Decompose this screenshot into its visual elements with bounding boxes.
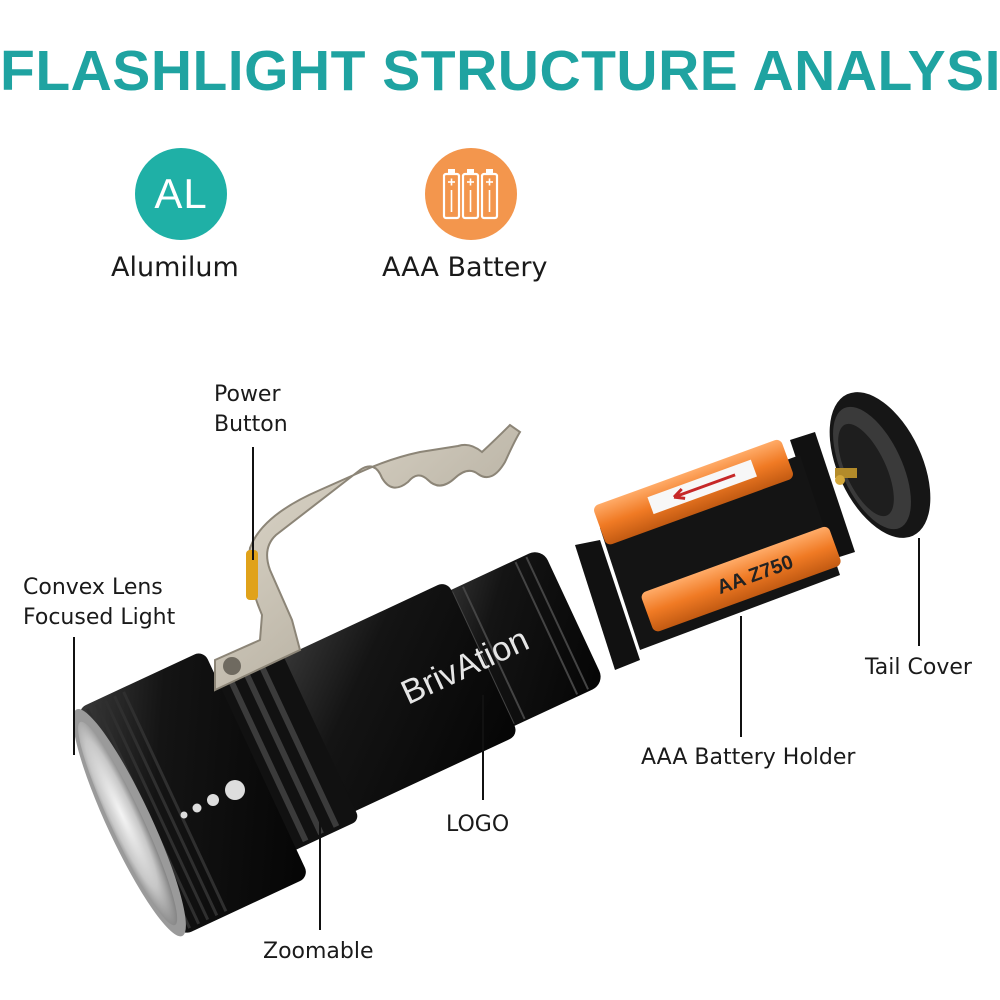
aluminum-label: Alumilum xyxy=(111,252,239,283)
lens-label: Convex Lens Focused Light xyxy=(23,573,175,633)
battery-icon xyxy=(442,169,499,220)
power-button-label-line1: Power xyxy=(214,382,281,407)
power-button-label-line2: Button xyxy=(214,412,288,437)
logo-label: LOGO xyxy=(446,812,510,837)
power-button xyxy=(246,550,258,600)
handle-screw xyxy=(223,657,241,675)
zoomable-label: Zoomable xyxy=(263,939,374,964)
tail-cover xyxy=(829,392,931,538)
power-button-label: Power Button xyxy=(214,380,288,440)
tail-cover-label: Tail Cover xyxy=(865,655,972,680)
aluminum-badge-text: AL xyxy=(154,170,208,217)
battery-holder: AA Z750 xyxy=(575,432,855,670)
handle xyxy=(214,423,522,692)
battery-badge xyxy=(425,148,517,240)
lens-label-line2: Focused Light xyxy=(23,605,176,630)
page-title: FLASHLIGHT STRUCTURE ANALYSIS xyxy=(0,39,1000,103)
battery-holder-label: AAA Battery Holder xyxy=(641,745,856,770)
flashlight-body xyxy=(72,552,601,937)
lens-label-line1: Convex Lens xyxy=(23,575,163,600)
aluminum-badge: AL xyxy=(135,148,227,240)
callout-lines xyxy=(73,447,920,930)
mode-marks xyxy=(180,780,245,819)
battery-label: AAA Battery xyxy=(382,252,548,283)
